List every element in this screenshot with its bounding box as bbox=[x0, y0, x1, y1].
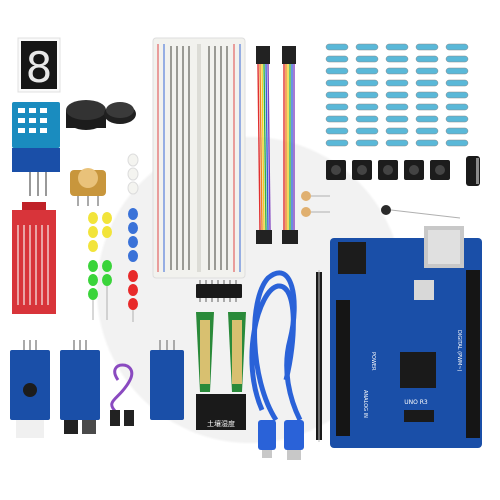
water-level-sensor bbox=[12, 202, 56, 314]
soil-sensor-label: 土壤湿度 bbox=[207, 419, 235, 428]
resistor-icon bbox=[325, 43, 469, 147]
board-silk-power: POWER bbox=[370, 352, 376, 371]
ic-chip bbox=[196, 280, 242, 302]
board-silk-digital: DIGITAL (PWM~) bbox=[456, 330, 462, 372]
seven-segment-display: 8 bbox=[17, 37, 61, 93]
photoresistors bbox=[301, 191, 461, 219]
breadboard bbox=[152, 37, 246, 279]
potentiometer bbox=[70, 168, 106, 206]
sensor-modules bbox=[10, 340, 184, 438]
tactile-button-icon bbox=[326, 160, 450, 180]
seven-segment-digit: 8 bbox=[26, 43, 53, 92]
pin-header bbox=[316, 270, 322, 442]
led-icon bbox=[88, 153, 139, 322]
usb-cable-icon bbox=[249, 270, 304, 460]
arduino-uno-board: POWER ANALOG IN DIGITAL (PWM~) UNO R3 bbox=[330, 226, 482, 448]
capacitor bbox=[466, 156, 480, 186]
board-silk-analog: ANALOG IN bbox=[362, 390, 368, 418]
board-silk-model: UNO R3 bbox=[404, 399, 428, 406]
jumper-wires bbox=[256, 46, 298, 244]
soil-moisture-sensor: 土壤湿度 bbox=[196, 312, 246, 430]
temperature-humidity-sensor bbox=[12, 102, 60, 196]
buzzer bbox=[66, 100, 136, 130]
